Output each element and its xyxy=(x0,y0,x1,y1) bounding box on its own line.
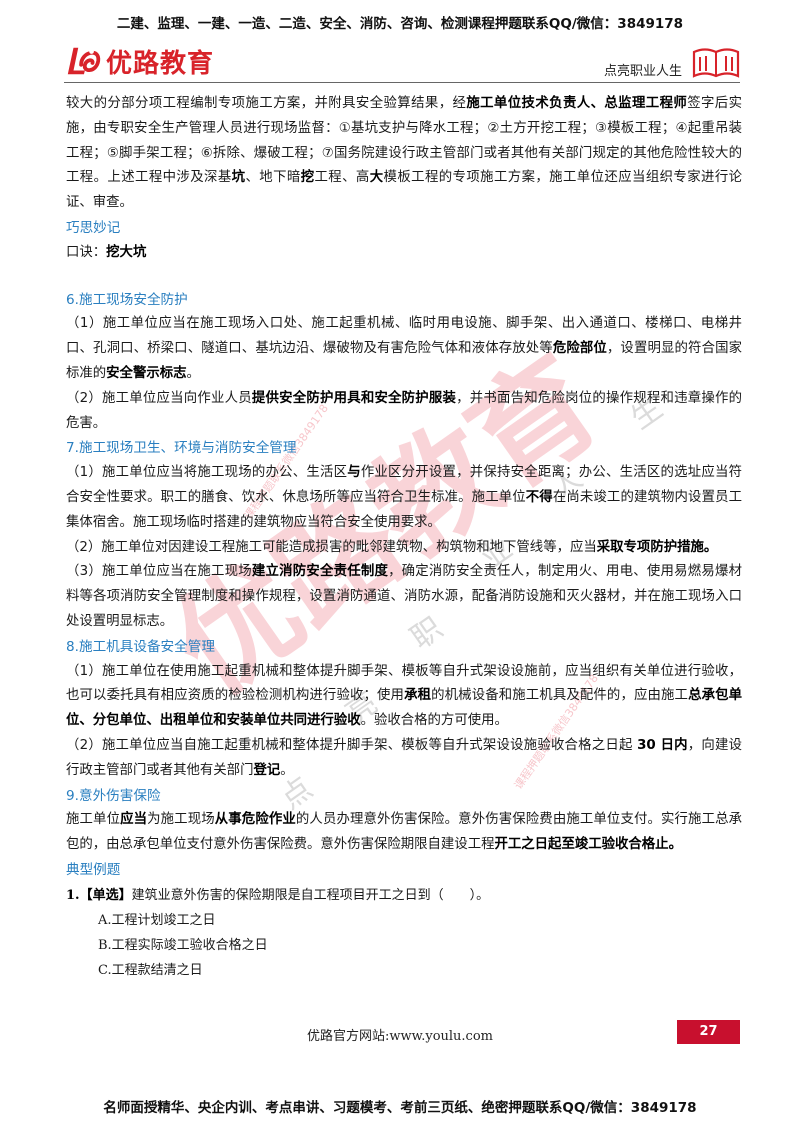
bold-text: 从事危险作业 xyxy=(214,812,296,828)
section-heading-7: 7.施工现场卫生、环境与消防安全管理 xyxy=(66,440,297,457)
bold-text: 施工单位技术负责人、总监理工程师 xyxy=(466,96,688,111)
bold-text: 建立消防安全责任制度 xyxy=(251,564,389,580)
open-book-icon xyxy=(692,48,740,78)
paragraph: 较大的分部分项工程编制专项施工方案，并附具安全验算结果，经施工单位技术负责人、总… xyxy=(66,92,742,216)
paragraph: （1）施工单位应当将施工现场的办公、生活区与作业区分开设置，并保持安全距离；办公… xyxy=(66,461,742,535)
paragraph: 施工单位应当为施工现场从事危险作业的人员办理意外伤害保险。意外伤害保险费由施工单… xyxy=(66,808,742,858)
text-run: 。 xyxy=(186,365,200,381)
text-run: 工程、高 xyxy=(314,170,370,186)
header-slogan: 点亮职业人生 xyxy=(603,64,682,79)
text-run: 。验收合格的方可使用。 xyxy=(360,713,508,729)
bold-text: 挖 xyxy=(300,170,315,186)
bold-text: 坑 xyxy=(231,170,246,186)
bold-text: 提供安全防护用具和安全防护服装 xyxy=(251,390,457,406)
bold-text: 与 xyxy=(347,465,361,481)
section-heading-9: 9.意外伤害保险 xyxy=(66,787,161,804)
section-heading-8: 8.施工机具设备安全管理 xyxy=(66,638,215,655)
footer-website: 优路官方网站:www.youlu.com xyxy=(307,1029,493,1044)
logo: 优路教育 xyxy=(64,42,214,80)
text-run: ，向建设行政主管部门或者其他有关部门 xyxy=(66,737,743,778)
text-run: 为施工现场 xyxy=(147,812,215,828)
bold-text: 安全警示标志 xyxy=(106,365,187,381)
text-run: 作业区分开设置，并保持安全距离；办公、生活区的选址应当符合安全性要求。职工的膳食… xyxy=(66,465,742,505)
paragraph: （1）施工单位在使用施工起重机械和整体提升脚手架、模板等自升式架设设施前，应当组… xyxy=(66,660,742,734)
bold-text: 登记 xyxy=(253,762,281,778)
bold-text: 危险部位 xyxy=(552,341,607,357)
text-run: 、地下暗 xyxy=(245,170,301,186)
text-run: 建筑业意外伤害的保险期限是自工程项目开工之日到（ ）。 xyxy=(131,887,490,903)
bold-text: 应当 xyxy=(120,812,148,828)
bold-text: 承租 xyxy=(404,688,432,704)
page-header: 优路教育 点亮职业人生 xyxy=(64,40,740,83)
logo-text: 优路教育 xyxy=(106,48,215,79)
text-run: （1）施工单位应当在施工现场入口处、施工起重机械、临时用电设施、脚手架、出入通道… xyxy=(66,316,742,357)
paragraph: （2）施工单位应当向作业人员提供安全防护用具和安全防护服装，并书面告知危险岗位的… xyxy=(66,387,742,437)
bold-text: 采取专项防护措施。 xyxy=(596,539,718,555)
paragraph: （1）施工单位应当在施工现场入口处、施工起重机械、临时用电设施、脚手架、出入通道… xyxy=(66,312,742,386)
text-run: （2）施工单位对因建设工程施工可能造成损害的毗邻建筑物、构筑物和地下管线等，应当 xyxy=(66,539,597,555)
text-run: （2）施工单位应当向作业人员 xyxy=(66,390,252,406)
option-a: A.工程计划竣工之日 xyxy=(98,912,216,928)
text-run: ，并书面告知危险岗位的操作规程和违章操作的危害。 xyxy=(66,390,742,431)
text-run: 的机械设备和施工机具及配件的，应由施工 xyxy=(431,688,689,704)
bold-text: 1.【单选】 xyxy=(66,887,132,903)
paragraph: （2）施工单位应当自施工起重机械和整体提升脚手架、模板等自升式架设设施验收合格之… xyxy=(66,734,742,784)
text-run: ，设置明显的符合国家标准的 xyxy=(66,341,743,381)
section-heading-example: 典型例题 xyxy=(66,861,121,878)
bold-text: 总承包单位、分包单位、出租单位和安装单位共同进行验收 xyxy=(66,688,743,729)
question: 1.【单选】建筑业意外伤害的保险期限是自工程项目开工之日到（ ）。 xyxy=(66,883,742,908)
paragraph: （3）施工单位应当在施工现场建立消防安全责任制度，确定消防安全责任人，制定用火、… xyxy=(66,560,742,634)
option-b: B.工程实际竣工验收合格之日 xyxy=(98,937,268,953)
paragraph: （2）施工单位对因建设工程施工可能造成损害的毗邻建筑物、构筑物和地下管线等，应当… xyxy=(66,536,742,561)
bold-text: 开工之日起至竣工验收合格止。 xyxy=(494,837,682,853)
text-run: 较大的分部分项工程编制专项施工方案，并附具安全验算结果，经 xyxy=(66,96,467,111)
option-c: C.工程款结清之日 xyxy=(98,962,203,978)
text-run: ，确定消防安全责任人，制定用火、用电、使用易燃易爆材料等各项消防安全管理制度和操… xyxy=(66,564,742,629)
section-heading-memo: 巧思妙记 xyxy=(66,219,121,236)
bold-text: 挖大坑 xyxy=(106,244,147,260)
youlu-logo-icon xyxy=(67,47,101,75)
memo-line: 口诀：挖大坑 xyxy=(66,241,742,266)
text-run: （1）施工单位应当将施工现场的办公、生活区 xyxy=(66,465,348,481)
text-run: 口诀： xyxy=(66,244,107,260)
bold-text: 30 日内 xyxy=(637,737,688,753)
text-run: 签字后实施，由专职安全生产管理人员进行现场监督：①基坑支护与降水工程；②土方开挖… xyxy=(66,96,743,186)
text-run: （3）施工单位应当在施工现场 xyxy=(66,564,252,580)
text-run: （1）施工单位在使用施工起重机械和整体提升脚手架、模板等自升式架设设施前，应当组… xyxy=(66,663,742,704)
top-banner: 二建、监理、一建、一造、二造、安全、消防、咨询、检测课程押题联系QQ/微信：38… xyxy=(116,16,684,32)
page-number: 27 xyxy=(677,1020,740,1044)
text-run: 模板工程的专项施工方案，施工单位还应当组织专家进行论证、审查。 xyxy=(66,170,743,211)
text-run: （2）施工单位应当自施工起重机械和整体提升脚手架、模板等自升式架设设施验收合格之… xyxy=(66,737,638,753)
text-run: 在尚未竣工的建筑物内设置员工集体宿舍。施工现场临时搭建的建筑物应当符合安全使用要… xyxy=(66,489,743,530)
bottom-banner: 名师面授精华、央企内训、考点串讲、习题模考、考前三页纸、绝密押题联系QQ/微信：… xyxy=(103,1100,697,1116)
bold-text: 不得 xyxy=(525,489,553,505)
page-content: 较大的分部分项工程编制专项施工方案，并附具安全验算结果，经施工单位技术负责人、总… xyxy=(66,92,742,983)
section-heading-6: 6.施工现场安全防护 xyxy=(66,291,188,308)
text-run: 施工单位 xyxy=(66,812,121,828)
text-run: 的人员办理意外伤害保险。意外伤害保险费由施工单位支付。实行施工总承包的，由总承包… xyxy=(66,812,743,853)
bold-text: 大 xyxy=(369,170,384,186)
text-run: 。 xyxy=(280,762,294,778)
